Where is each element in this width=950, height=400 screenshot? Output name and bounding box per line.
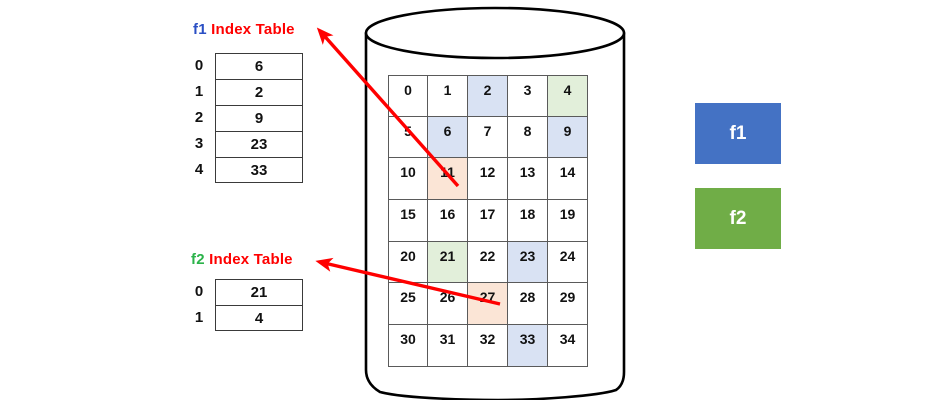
row-index-label: 1 — [194, 83, 204, 100]
row-value-cell: 23 — [215, 131, 303, 157]
disk-block-9[interactable]: 9 — [548, 116, 588, 159]
f2-title-key: f2 — [191, 251, 205, 268]
disk-block-20[interactable]: 20 — [388, 241, 428, 284]
disk-block-7[interactable]: 7 — [468, 116, 508, 159]
row-value-cell: 2 — [215, 79, 303, 105]
legend-label-f1: f1 — [729, 122, 747, 144]
f1-index-table-title: f1 Index Table — [193, 21, 295, 38]
disk-block-5[interactable]: 5 — [388, 116, 428, 159]
legend-block-f2[interactable]: f2 — [695, 188, 781, 249]
disk-block-23[interactable]: 23 — [508, 241, 548, 284]
disk-block-24[interactable]: 24 — [548, 241, 588, 284]
disk-block-28[interactable]: 28 — [508, 283, 548, 326]
f1-title-key: f1 — [193, 21, 207, 38]
disk-block-13[interactable]: 13 — [508, 158, 548, 201]
disk-block-27[interactable]: 27 — [468, 283, 508, 326]
row-index-label: 3 — [194, 135, 204, 152]
disk-block-3[interactable]: 3 — [508, 75, 548, 117]
row-value-cell: 9 — [215, 105, 303, 131]
cylinder-top-ellipse — [364, 6, 626, 60]
row-value-cell: 33 — [215, 157, 303, 183]
f2-index-table-title: f2 Index Table — [191, 251, 293, 268]
row-value-cell: 4 — [215, 305, 303, 331]
disk-block-18[interactable]: 18 — [508, 200, 548, 242]
disk-block-19[interactable]: 19 — [548, 200, 588, 242]
disk-block-10[interactable]: 10 — [388, 158, 428, 201]
f1-title-rest: Index Table — [206, 21, 295, 38]
legend-block-f1[interactable]: f1 — [695, 103, 781, 164]
row-index-label: 1 — [194, 309, 204, 326]
row-index-label: 4 — [194, 161, 204, 178]
disk-block-30[interactable]: 30 — [388, 325, 428, 367]
disk-block-12[interactable]: 12 — [468, 158, 508, 201]
disk-block-15[interactable]: 15 — [388, 200, 428, 242]
legend-label-f2: f2 — [729, 207, 747, 229]
disk-block-29[interactable]: 29 — [548, 283, 588, 326]
disk-block-21[interactable]: 21 — [428, 241, 468, 284]
disk-block-25[interactable]: 25 — [388, 283, 428, 326]
disk-block-8[interactable]: 8 — [508, 116, 548, 159]
disk-block-2[interactable]: 2 — [468, 75, 508, 117]
disk-block-34[interactable]: 34 — [548, 325, 588, 367]
disk-block-33[interactable]: 33 — [508, 325, 548, 367]
row-value-cell: 6 — [215, 53, 303, 79]
disk-block-26[interactable]: 26 — [428, 283, 468, 326]
row-index-label: 2 — [194, 109, 204, 126]
disk-block-17[interactable]: 17 — [468, 200, 508, 242]
disk-block-22[interactable]: 22 — [468, 241, 508, 284]
disk-block-16[interactable]: 16 — [428, 200, 468, 242]
disk-block-14[interactable]: 14 — [548, 158, 588, 201]
disk-block-4[interactable]: 4 — [548, 75, 588, 117]
row-value-cell: 21 — [215, 279, 303, 305]
disk-block-31[interactable]: 31 — [428, 325, 468, 367]
disk-block-6[interactable]: 6 — [428, 116, 468, 159]
row-index-label: 0 — [194, 283, 204, 300]
disk-block-32[interactable]: 32 — [468, 325, 508, 367]
f2-title-rest: Index Table — [204, 251, 293, 268]
disk-block-0[interactable]: 0 — [388, 75, 428, 117]
disk-block-1[interactable]: 1 — [428, 75, 468, 117]
row-index-label: 0 — [194, 57, 204, 74]
disk-block-11[interactable]: 11 — [428, 158, 468, 201]
